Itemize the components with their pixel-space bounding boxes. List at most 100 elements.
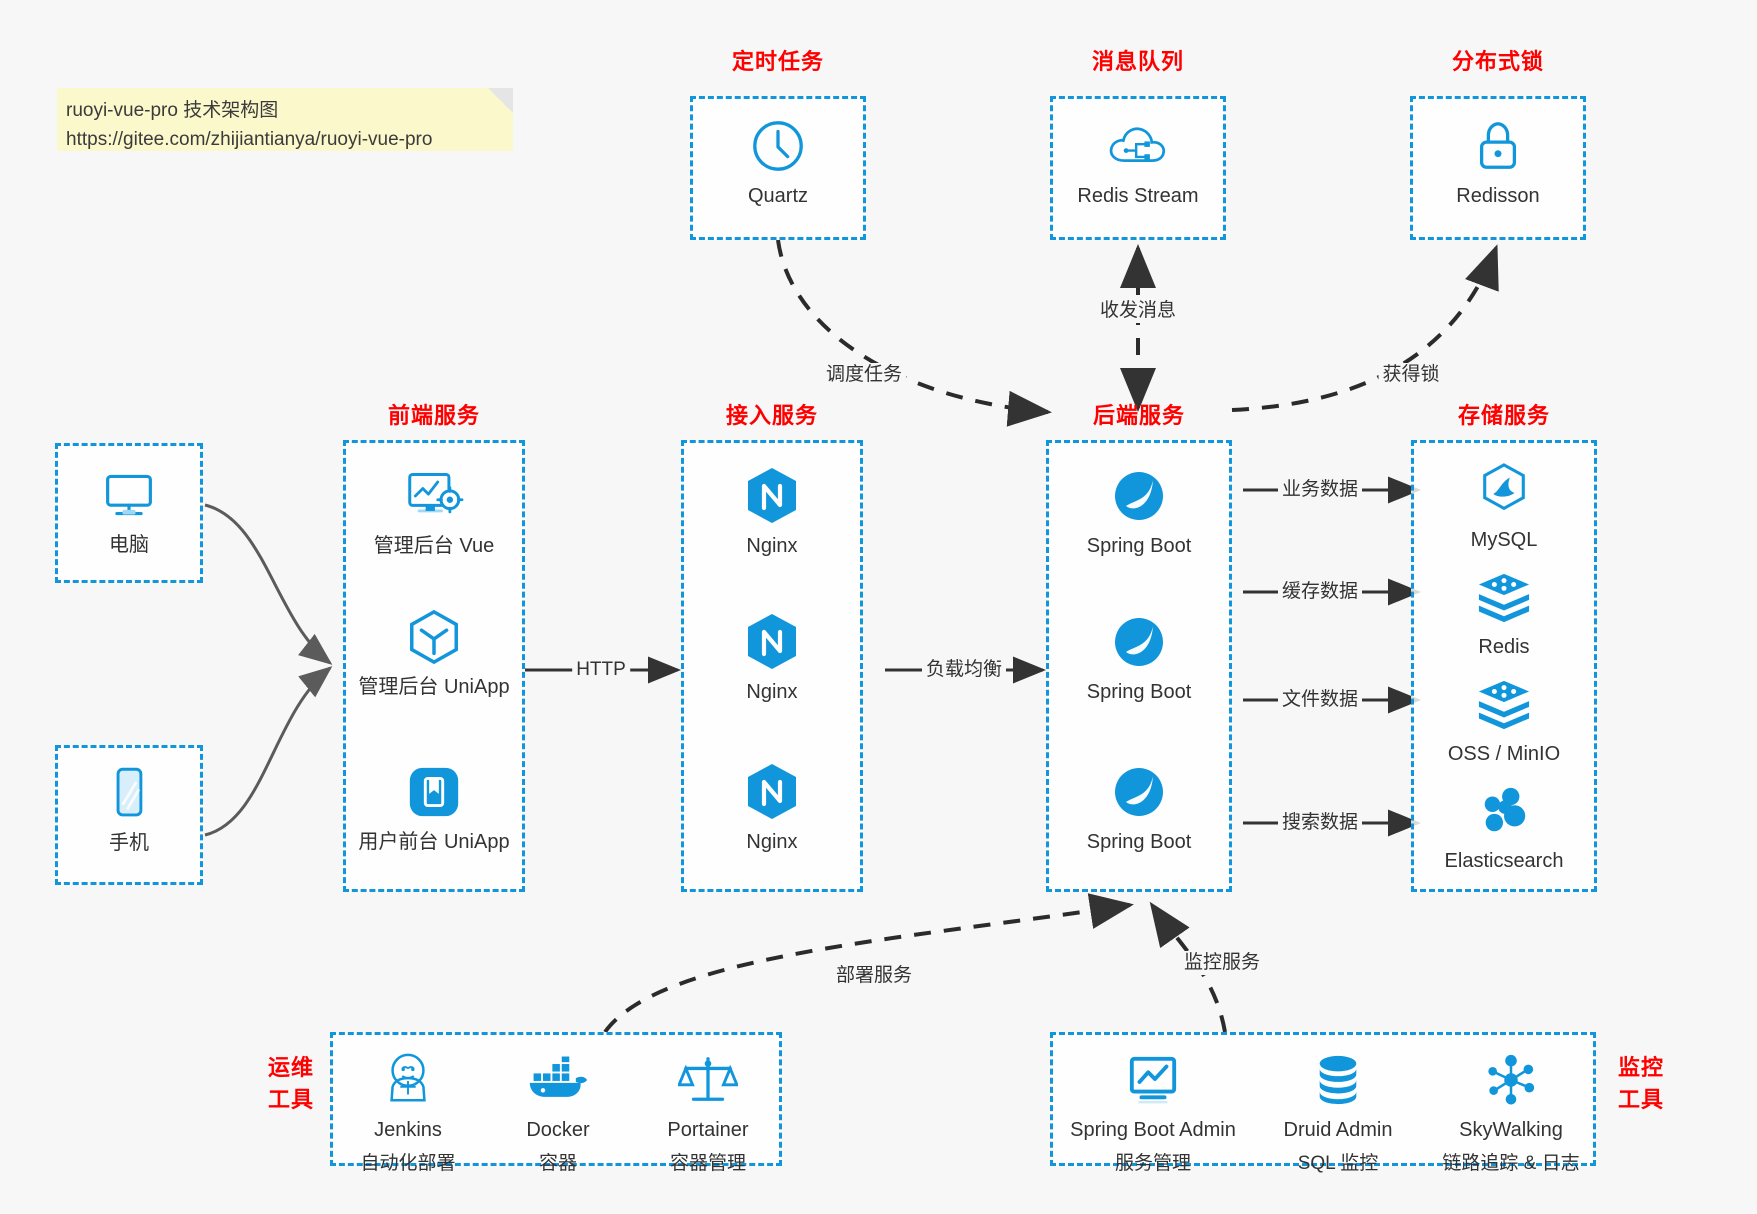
node-admin-uniapp[interactable]: 管理后台 UniApp: [346, 606, 522, 701]
redis-icon: [1414, 566, 1594, 628]
node-mysql[interactable]: MySQL: [1414, 459, 1594, 554]
node-nginx-2[interactable]: Nginx: [684, 611, 860, 706]
node-nginx-3[interactable]: Nginx: [684, 761, 860, 856]
lock-icon: [1413, 115, 1583, 177]
skywalking-icon: [1423, 1049, 1599, 1111]
group-box-message-queue: Redis Stream: [1050, 96, 1226, 240]
edge-label-deploy-service: 部署服务: [831, 964, 917, 988]
node-sublabel: 链路追踪 & 日志: [1442, 1153, 1580, 1174]
group-title-devops-tools: 运维 工具: [258, 1052, 324, 1116]
group-title-backend-service: 后端服务: [1092, 403, 1185, 428]
node-label: 手机: [109, 832, 149, 854]
monitor-chart-icon: [1053, 1049, 1253, 1111]
jenkins-icon: [333, 1049, 483, 1111]
node-quartz[interactable]: Quartz: [693, 115, 863, 210]
diagram-note: ruoyi-vue-pro 技术架构图 https://gitee.com/zh…: [57, 88, 513, 151]
node-user-uniapp[interactable]: 用户前台 UniApp: [346, 761, 522, 856]
nginx-icon: [684, 611, 860, 673]
group-box-monitor-tools: Spring Boot Admin 服务管理 Druid Admin SQL 监…: [1050, 1032, 1596, 1174]
node-oss-minio[interactable]: OSS / MinIO: [1414, 673, 1594, 768]
cube-icon: [346, 606, 522, 668]
group-title-distributed-lock: 分布式锁: [1451, 49, 1544, 74]
node-label: MySQL: [1470, 529, 1538, 551]
node-springboot-1[interactable]: Spring Boot: [1049, 465, 1229, 560]
spring-boot-icon: [1049, 465, 1229, 527]
note-title: ruoyi-vue-pro 技术架构图: [66, 100, 279, 121]
node-redis-stream[interactable]: Redis Stream: [1053, 115, 1223, 210]
devops-title-line1: 运维: [267, 1055, 314, 1080]
node-label: Nginx: [746, 831, 798, 853]
node-nginx-1[interactable]: Nginx: [684, 465, 860, 560]
group-box-backend-service: Spring Boot Spring Boot Spring Boot: [1046, 440, 1232, 892]
edge-label-business-data: 业务数据: [1277, 478, 1363, 502]
edge-label-send-receive-message: 收发消息: [1095, 299, 1181, 323]
note-url: https://gitee.com/zhijiantianya/ruoyi-vu…: [66, 129, 433, 150]
node-label: Nginx: [746, 681, 798, 703]
group-box-phone: 手机: [55, 745, 203, 885]
node-label: 用户前台 UniApp: [358, 831, 510, 853]
node-portainer[interactable]: Portainer 容器管理: [633, 1049, 783, 1177]
edge-label-cache-data: 缓存数据: [1277, 580, 1363, 604]
edge-label-monitor-service: 监控服务: [1179, 951, 1265, 975]
group-box-devops-tools: Jenkins 自动化部署 Docker 容器: [330, 1032, 782, 1174]
devops-title-line2: 工具: [267, 1087, 314, 1112]
node-label: Quartz: [747, 185, 809, 207]
group-title-message-queue: 消息队列: [1091, 49, 1184, 74]
node-label: Redisson: [1456, 185, 1540, 207]
dashboard-gear-icon: [346, 465, 522, 527]
node-label: Elasticsearch: [1444, 850, 1564, 872]
node-redisson[interactable]: Redisson: [1413, 115, 1583, 210]
group-title-gateway-service: 接入服务: [725, 403, 818, 428]
database-icon: [1253, 1049, 1423, 1111]
mobile-icon: [58, 762, 200, 824]
clock-icon: [693, 115, 863, 177]
nginx-icon: [684, 465, 860, 527]
node-label: Nginx: [746, 535, 798, 557]
node-sublabel: 容器管理: [669, 1153, 746, 1174]
group-title-storage-service: 存储服务: [1457, 403, 1550, 428]
node-skywalking[interactable]: SkyWalking 链路追踪 & 日志: [1423, 1049, 1599, 1177]
group-box-scheduled-task: Quartz: [690, 96, 866, 240]
node-sublabel: 服务管理: [1114, 1153, 1191, 1174]
node-jenkins[interactable]: Jenkins 自动化部署: [333, 1049, 483, 1177]
spring-boot-icon: [1049, 611, 1229, 673]
monitor-title-line1: 监控: [1617, 1055, 1664, 1080]
node-label: 电脑: [109, 534, 149, 556]
node-label: Druid Admin: [1283, 1119, 1393, 1141]
node-phone[interactable]: 手机: [58, 762, 200, 857]
node-docker[interactable]: Docker 容器: [483, 1049, 633, 1177]
node-label: 管理后台 UniApp: [358, 676, 510, 698]
node-redis[interactable]: Redis: [1414, 566, 1594, 661]
node-sublabel: 自动化部署: [360, 1153, 456, 1174]
scales-icon: [633, 1049, 783, 1111]
group-box-computer: 电脑: [55, 443, 203, 583]
node-springboot-2[interactable]: Spring Boot: [1049, 611, 1229, 706]
node-label: Spring Boot Admin: [1070, 1119, 1236, 1141]
object-storage-icon: [1414, 673, 1594, 735]
note-fold-corner: [488, 88, 513, 113]
nginx-icon: [684, 761, 860, 823]
monitor-title-line2: 工具: [1617, 1087, 1664, 1112]
node-springboot-3[interactable]: Spring Boot: [1049, 761, 1229, 856]
node-druid-admin[interactable]: Druid Admin SQL 监控: [1253, 1049, 1423, 1177]
edge-label-file-data: 文件数据: [1277, 688, 1363, 712]
group-title-frontend-service: 前端服务: [387, 403, 480, 428]
group-box-gateway-service: Nginx Nginx Nginx: [681, 440, 863, 892]
node-sublabel: 容器: [538, 1153, 577, 1174]
node-label: SkyWalking: [1459, 1119, 1563, 1141]
app-book-icon: [346, 761, 522, 823]
node-label: Docker: [526, 1119, 590, 1141]
desktop-icon: [58, 464, 200, 526]
node-label: Spring Boot: [1086, 535, 1192, 557]
node-spring-boot-admin[interactable]: Spring Boot Admin 服务管理: [1053, 1049, 1253, 1177]
node-computer[interactable]: 电脑: [58, 464, 200, 559]
node-admin-vue[interactable]: 管理后台 Vue: [346, 465, 522, 560]
node-label: Portainer: [667, 1119, 749, 1141]
node-label: OSS / MinIO: [1447, 743, 1561, 765]
node-label: Spring Boot: [1086, 831, 1192, 853]
mysql-icon: [1414, 459, 1594, 521]
node-elasticsearch[interactable]: Elasticsearch: [1414, 780, 1594, 875]
group-box-frontend-service: 管理后台 Vue 管理后台 UniApp 用户前台 UniApp: [343, 440, 525, 892]
cloud-stream-icon: [1053, 115, 1223, 177]
